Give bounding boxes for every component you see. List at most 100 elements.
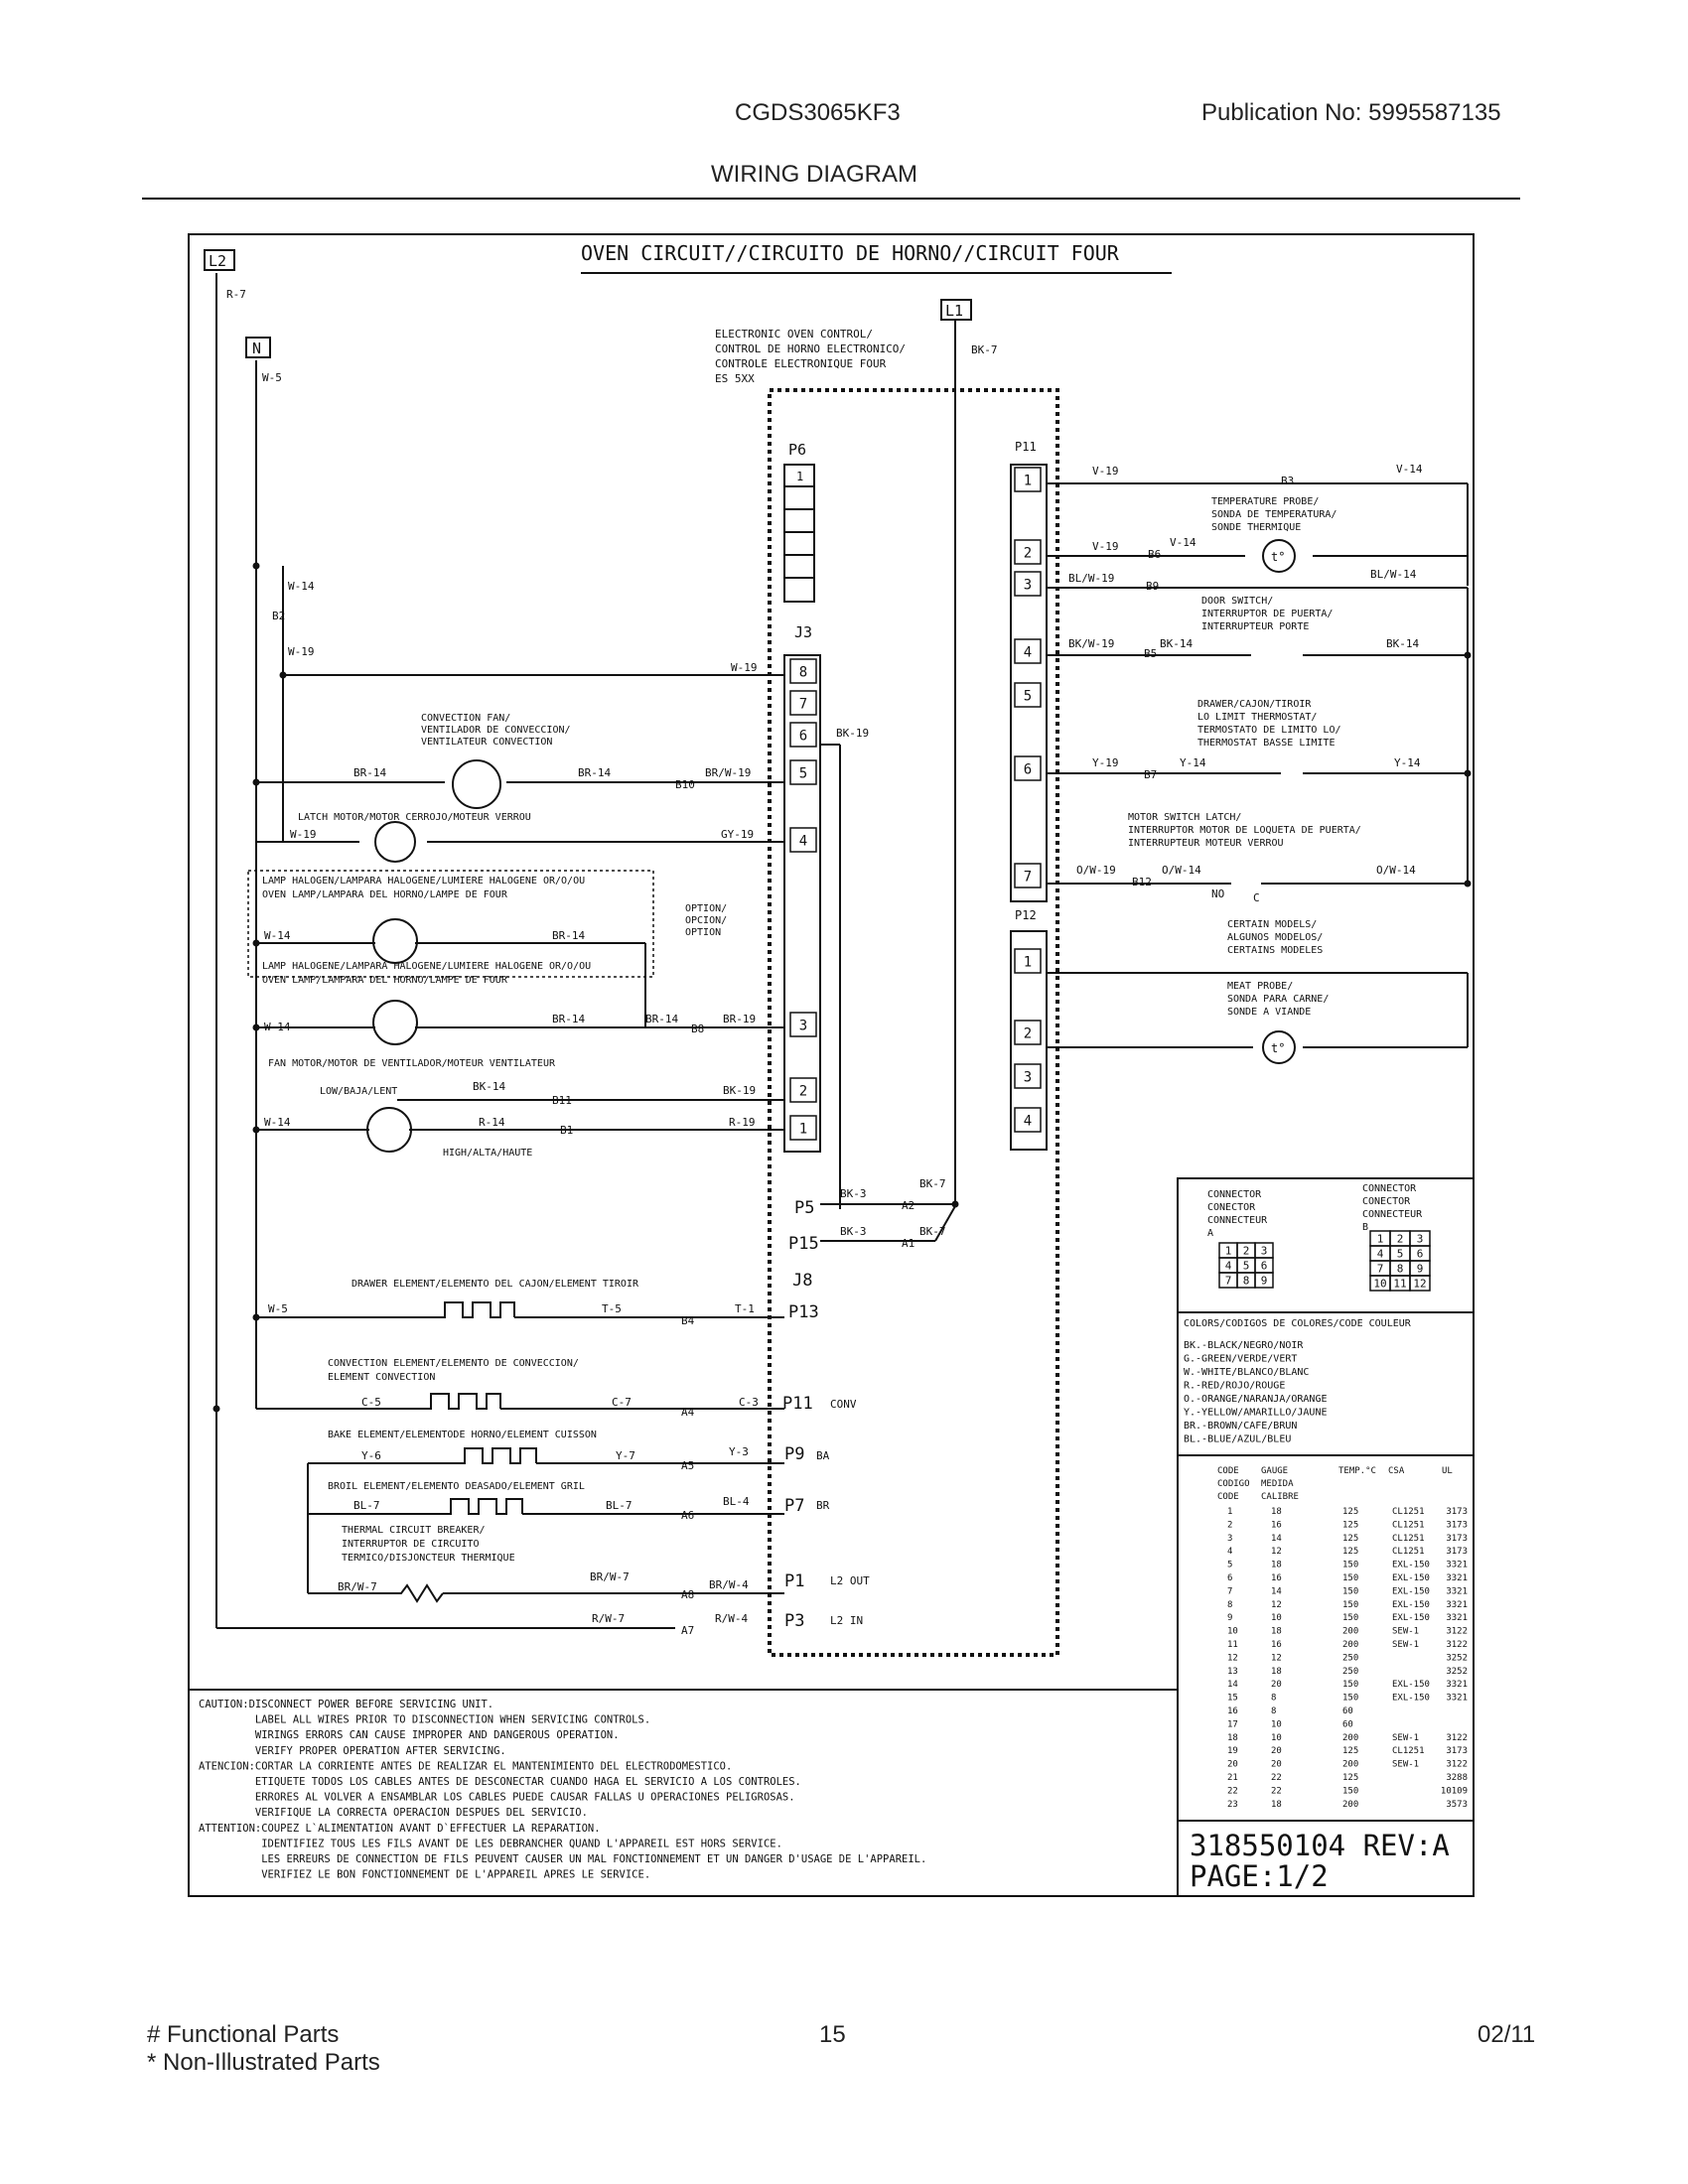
component-label: FAN MOTOR/MOTOR DE VENTILADOR/MOTEUR VEN… [268,1058,556,1069]
p11-pin-1-label: 1 [1024,473,1032,488]
component-label: ALGUNOS MODELOS/ [1227,932,1323,943]
gauge-table-cell: CL1251 [1392,1746,1425,1756]
color-code-line: Y.-YELLOW/AMARILLO/JAUNE [1184,1408,1328,1419]
wire-label: W-19 [731,661,758,674]
wire-label: BR-14 [353,766,386,779]
l2out-label: L2 OUT [830,1574,870,1587]
gauge-table-cell: 150 [1342,1694,1358,1704]
connector-b-cell-label: 6 [1417,1248,1424,1261]
diagram-frame [188,233,1475,1897]
gauge-table-header: TEMP.°C [1338,1466,1376,1476]
gauge-table-cell: 60 [1342,1719,1353,1729]
wire-label: A5 [681,1459,694,1472]
gauge-table-cell: 200 [1342,1640,1358,1650]
component-label: CERTAINS MODELES [1227,945,1323,956]
gauge-table-cell: 10109 [1441,1786,1468,1796]
j3-pin-1-label: 1 [799,1121,807,1137]
color-code-line: R.-RED/ROJO/ROUGE [1184,1381,1285,1392]
gauge-table-cell: 8 [1271,1694,1276,1704]
component-label: DOOR SWITCH/ [1201,596,1273,607]
component-label: HIGH/ALTA/HAUTE [443,1148,532,1159]
gauge-table-cell: EXL-150 [1392,1694,1430,1704]
wire-label: BR/W-19 [705,766,751,779]
wire-label: BR/W-4 [709,1578,749,1591]
connector-b-cell-label: 10 [1373,1278,1386,1291]
connector-a-cell-label: 6 [1261,1260,1268,1273]
color-code-line: BK.-BLACK/NEGRO/NOIR [1184,1340,1304,1351]
wire-label: B12 [1132,876,1152,888]
gauge-table-cell: 8 [1227,1600,1232,1610]
p11-pin-6-label: 6 [1024,761,1032,777]
connector-a-label: CONNECTEUR [1207,1215,1268,1226]
p11-pin-7-label: 7 [1024,869,1032,885]
gauge-table-cell: 3321 [1446,1613,1468,1623]
connector-b-cell-label: 7 [1377,1263,1384,1276]
j3-pin-5 [789,759,817,785]
gauge-table-cell: 3573 [1446,1800,1468,1810]
gauge-table-cell: 250 [1342,1653,1358,1663]
gauge-table-cell: 3321 [1446,1600,1468,1610]
p12-pin-1 [1014,948,1042,974]
p11b-label: P11 [782,1394,813,1414]
gauge-table-cell: 10 [1271,1733,1282,1743]
gauge-table-cell: 3321 [1446,1586,1468,1596]
gauge-table-cell: 15 [1227,1694,1238,1704]
wire-label: R/W-4 [715,1612,748,1625]
wire-label: R-19 [729,1116,756,1129]
wire-label: T-1 [735,1302,755,1315]
wire-label: W-19 [290,828,317,841]
gauge-table-cell: 3122 [1446,1733,1468,1743]
l2-terminal: L2 [209,252,226,270]
l2in-label: L2 IN [830,1614,863,1627]
t-symbol: t° [1271,550,1285,564]
p12-label: P12 [1015,908,1037,922]
gauge-table-cell: 23 [1227,1800,1238,1810]
p12-pin-2 [1014,1020,1042,1045]
j3-label: J3 [794,623,812,641]
gauge-table-cell: 18 [1271,1561,1282,1570]
component-label: SONDE THERMIQUE [1211,522,1301,533]
p11-pin-3-label: 3 [1024,577,1032,593]
caution-line: ATENCION:CORTAR LA CORRIENTE ANTES DE RE… [199,1760,732,1772]
wire-label: A1 [902,1237,914,1250]
gauge-table-header: GAUGE [1261,1466,1288,1476]
connector-a-cell-label: 2 [1243,1245,1250,1258]
gauge-table-cell: 19 [1227,1746,1238,1756]
wire-label: B1 [560,1124,573,1137]
gauge-table-cell: 16 [1271,1640,1282,1650]
wire-label: BK/W-19 [1068,637,1114,650]
wire-label: NO [1211,887,1224,900]
non-illustrated-legend: * Non-Illustrated Parts [147,2049,380,2076]
gauge-table-cell: 1 [1227,1507,1232,1517]
gauge-table-cell: 3173 [1446,1520,1468,1530]
wire-label: W-5 [268,1302,288,1315]
ba-label: BA [816,1449,830,1462]
j3-pin-7 [789,690,817,716]
gauge-table-cell: 16 [1271,1520,1282,1530]
control-label: ES 5XX [715,372,755,385]
wire-label: A4 [681,1406,695,1419]
j8-label: J8 [792,1271,812,1291]
gauge-table-cell: 3252 [1446,1653,1468,1663]
wire-label: GY-19 [721,828,754,841]
component-label: SONDA PARA CARNE/ [1227,994,1329,1005]
wire-label: BK-19 [836,727,869,740]
gauge-table-cell: EXL-150 [1392,1680,1430,1690]
gauge-table-cell: 10 [1271,1613,1282,1623]
j3-pin-2-label: 2 [799,1083,807,1099]
component-label: LOW/BAJA/LENT [320,1086,397,1097]
gauge-table-cell: 21 [1227,1773,1238,1783]
component-label: OVEN LAMP/LAMPARA DEL HORNO/LAMPE DE FOU… [262,975,508,986]
gauge-table-cell: 8 [1271,1706,1276,1716]
connector-b-cell-label: 5 [1397,1248,1404,1261]
gauge-table-cell: 3252 [1446,1667,1468,1677]
j3-pin-3-label: 3 [799,1018,807,1033]
wire-label: BL/W-19 [1068,572,1114,585]
connector-a-cell-label: 5 [1243,1260,1250,1273]
wire-label: T-5 [602,1302,622,1315]
p12-pin-3-label: 3 [1024,1069,1032,1085]
gauge-table-cell: 12 [1271,1653,1282,1663]
colors-title: COLORS/CODIGOS DE COLORES/CODE COULEUR [1184,1318,1412,1329]
wire-label: BR-14 [552,929,585,942]
connector-b-cell-label: 8 [1397,1263,1404,1276]
